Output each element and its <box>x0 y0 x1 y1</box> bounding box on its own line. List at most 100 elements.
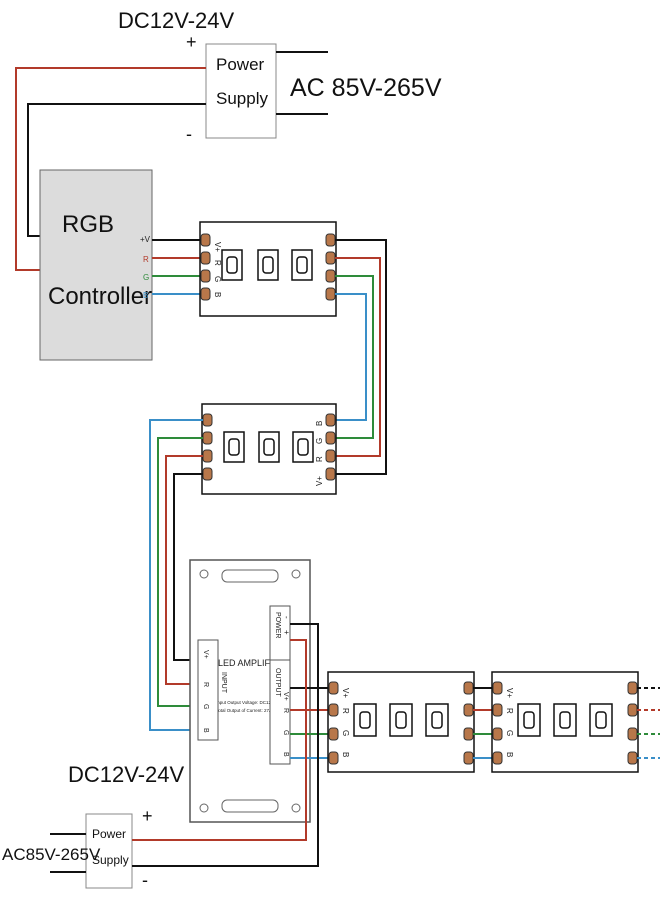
amp-output-pin-g: G <box>282 730 289 735</box>
top-power-supply-box <box>205 43 277 139</box>
led-strip-3: V+ R G B <box>327 671 475 773</box>
strip4-left-terminal-2 <box>492 703 503 717</box>
strip1-right-terminal-1 <box>325 233 336 247</box>
amplifier-screw-br <box>291 803 301 813</box>
strip4-pin-v: V+ <box>505 688 514 698</box>
strip1-pin-r: R <box>213 260 222 266</box>
amp-output-pin-v: V+ <box>282 692 289 701</box>
strip2-right-terminal-2 <box>325 431 336 445</box>
strip1-led-3 <box>291 249 313 281</box>
amplifier-spec-line2: Total Output of Current: 27A <box>216 708 272 713</box>
strip1-pin-g: G <box>213 276 222 282</box>
bottom-supply-negative-wire <box>132 623 319 867</box>
strip2-right-terminal-3 <box>325 449 336 463</box>
strip2-amp-b-wire <box>149 419 203 731</box>
strip4-left-terminal-3 <box>492 727 503 741</box>
bottom-power-supply-line2: Supply <box>92 853 129 867</box>
strip3-led-3 <box>425 703 449 737</box>
amplifier-input-label: INPUT <box>220 672 227 694</box>
strip4-pin-g: G <box>505 730 514 736</box>
controller-label-line1: RGB <box>62 211 114 238</box>
bottom-dc-voltage-label: DC12V-24V <box>68 762 185 787</box>
strip3-led-1 <box>353 703 377 737</box>
strip2-led-2 <box>258 431 280 463</box>
strip2-pin-b: B <box>315 421 324 426</box>
amplifier-bottom-slot <box>221 799 279 813</box>
led-strip-2: V+ R G B <box>201 403 337 495</box>
strip3-led-2 <box>389 703 413 737</box>
strip2-left-terminal-3 <box>202 449 213 463</box>
strip3-left-terminal-2 <box>328 703 339 717</box>
led-strip-1: V+ R G B <box>199 221 337 317</box>
controller-box <box>39 169 153 361</box>
strip3-pin-r: R <box>341 708 350 714</box>
strip1-strip2-b-wire <box>335 293 367 421</box>
amplifier-top-slot <box>221 569 279 583</box>
strip4-right-terminal-3 <box>627 727 638 741</box>
strip1-left-terminal-4 <box>200 287 211 301</box>
strip2-pin-v: V+ <box>315 476 324 486</box>
strip1-left-terminal-2 <box>200 251 211 265</box>
rgb-controller: RGB Controller +V R G B <box>39 169 153 361</box>
strip4-left-terminal-1 <box>492 681 503 695</box>
amp-output-pin-r: R <box>282 708 289 713</box>
amplifier-spec-line1: Input Output Voltage: DC12-24V <box>216 700 281 705</box>
top-supply-positive-wire <box>15 67 206 271</box>
strip3-right-terminal-1 <box>463 681 474 695</box>
top-power-supply-line2: Supply <box>216 89 268 108</box>
strip3-pin-g: G <box>341 730 350 736</box>
strip2-left-terminal-2 <box>202 431 213 445</box>
bottom-plus-sign: + <box>142 806 153 826</box>
controller-pin-g: G <box>143 273 149 282</box>
amplifier-title: LED AMPLIFIER <box>218 658 286 668</box>
led-strip-4: V+ R G B <box>491 671 639 773</box>
amp-input-pin-r: R <box>202 682 209 687</box>
led-amplifier: LED AMPLIFIER Input Output Voltage: DC12… <box>189 559 311 823</box>
amplifier-power-label: POWER <box>274 612 281 638</box>
top-ac-voltage-label: AC 85V-265V <box>290 74 442 102</box>
bottom-power-supply-line1: Power <box>92 827 126 841</box>
controller-pin-r: R <box>143 255 149 264</box>
controller-label-line2: Controller <box>48 283 152 310</box>
controller-pin-v: +V <box>140 235 151 244</box>
strip2-pin-g: G <box>315 438 324 444</box>
strip1-left-terminal-3 <box>200 269 211 283</box>
strip1-pin-b: B <box>213 292 222 297</box>
strip4-led-3 <box>589 703 613 737</box>
amplifier-input-block <box>197 639 219 741</box>
top-supply-negative-wire <box>27 103 206 237</box>
strip4-right-terminal-4 <box>627 751 638 765</box>
bottom-minus-sign: - <box>142 870 148 890</box>
amp-input-pin-v: V+ <box>202 650 209 659</box>
strip1-led-2 <box>257 249 279 281</box>
amplifier-screw-tr <box>291 569 301 579</box>
amp-power-pin-plus: + <box>282 630 291 635</box>
strip3-left-terminal-1 <box>328 681 339 695</box>
amp-input-pin-b: B <box>202 728 209 733</box>
strip3-left-terminal-4 <box>328 751 339 765</box>
amplifier-screw-tl <box>199 569 209 579</box>
strip2-pin-r: R <box>315 456 324 462</box>
strip4-right-terminal-2 <box>627 703 638 717</box>
strip2-amp-r-wire <box>165 455 203 685</box>
strip1-strip2-g-wire <box>335 275 374 439</box>
strip2-left-terminal-1 <box>202 413 213 427</box>
strip2-amp-g-wire <box>157 437 203 707</box>
strip1-left-terminal-1 <box>200 233 211 247</box>
top-power-supply-line1: Power <box>216 55 265 74</box>
strip4-led-2 <box>553 703 577 737</box>
strip1-led-1 <box>221 249 243 281</box>
top-plus-sign: + <box>186 32 197 52</box>
strip4-pin-r: R <box>505 708 514 714</box>
strip3-right-terminal-2 <box>463 703 474 717</box>
strip1-strip2-r-wire <box>335 257 381 457</box>
strip4-right-terminal-1 <box>627 681 638 695</box>
bottom-power-supply: DC12V-24V + - Power Supply AC85V-265V <box>2 762 185 890</box>
bottom-supply-positive-wire <box>132 639 307 841</box>
amplifier-output-label: OUTPUT <box>274 668 281 698</box>
strip1-right-terminal-3 <box>325 269 336 283</box>
amplifier-screw-bl <box>199 803 209 813</box>
strip4-led-1 <box>517 703 541 737</box>
strip2-amp-v-wire <box>173 473 203 661</box>
strip3-pin-v: V+ <box>341 688 350 698</box>
